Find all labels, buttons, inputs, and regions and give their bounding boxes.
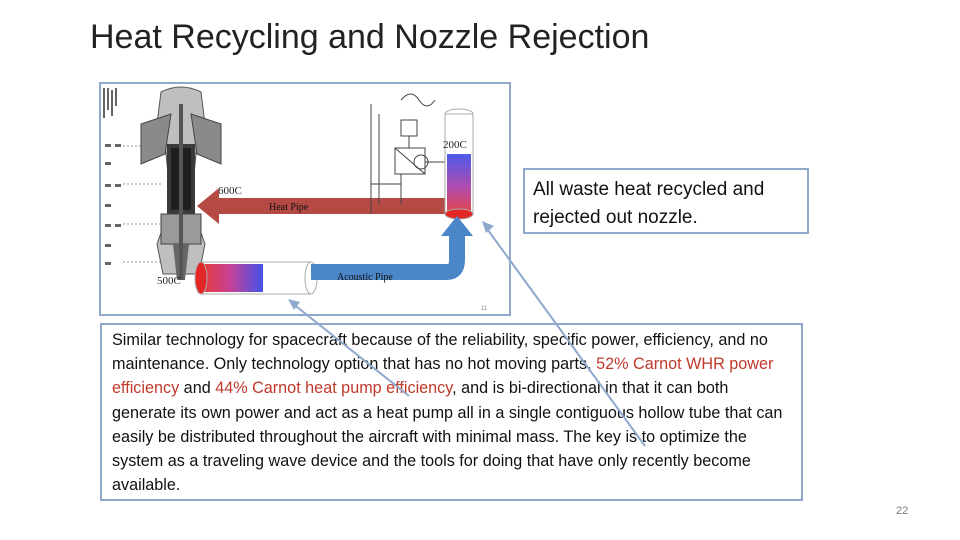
control-schematic bbox=[370, 93, 447, 214]
description-text-2: and bbox=[179, 379, 216, 398]
engine-diagram: 600C Heat Pipe 200C bbox=[103, 86, 488, 312]
callout-box: All waste heat recycled and rejected out… bbox=[523, 168, 809, 234]
right-cylinder bbox=[444, 108, 474, 220]
temp-label-600c: 600C bbox=[218, 185, 242, 197]
temp-label-500c: 500C bbox=[157, 275, 181, 287]
engine-diagram-figure: 600C Heat Pipe 200C bbox=[99, 82, 511, 316]
page-number: 22 bbox=[896, 505, 909, 517]
figure-index: 11 bbox=[481, 306, 488, 312]
bottom-cylinder bbox=[194, 261, 318, 295]
engine-cross-section bbox=[140, 86, 222, 280]
temp-label-200c: 200C bbox=[443, 139, 467, 151]
heat-pipe-label: Heat Pipe bbox=[269, 202, 309, 213]
acoustic-pipe-label: Acoustic Pipe bbox=[337, 272, 393, 283]
heat-pipe-arrow bbox=[197, 188, 445, 224]
description-box: Similar technology for spacecraft becaus… bbox=[100, 323, 803, 501]
highlight-heat-pump-efficiency: 44% Carnot heat pump efficiency bbox=[215, 379, 453, 398]
slide-title: Heat Recycling and Nozzle Rejection bbox=[90, 18, 650, 56]
annotation-column bbox=[103, 88, 121, 265]
acoustic-pipe-arrow bbox=[311, 216, 473, 280]
